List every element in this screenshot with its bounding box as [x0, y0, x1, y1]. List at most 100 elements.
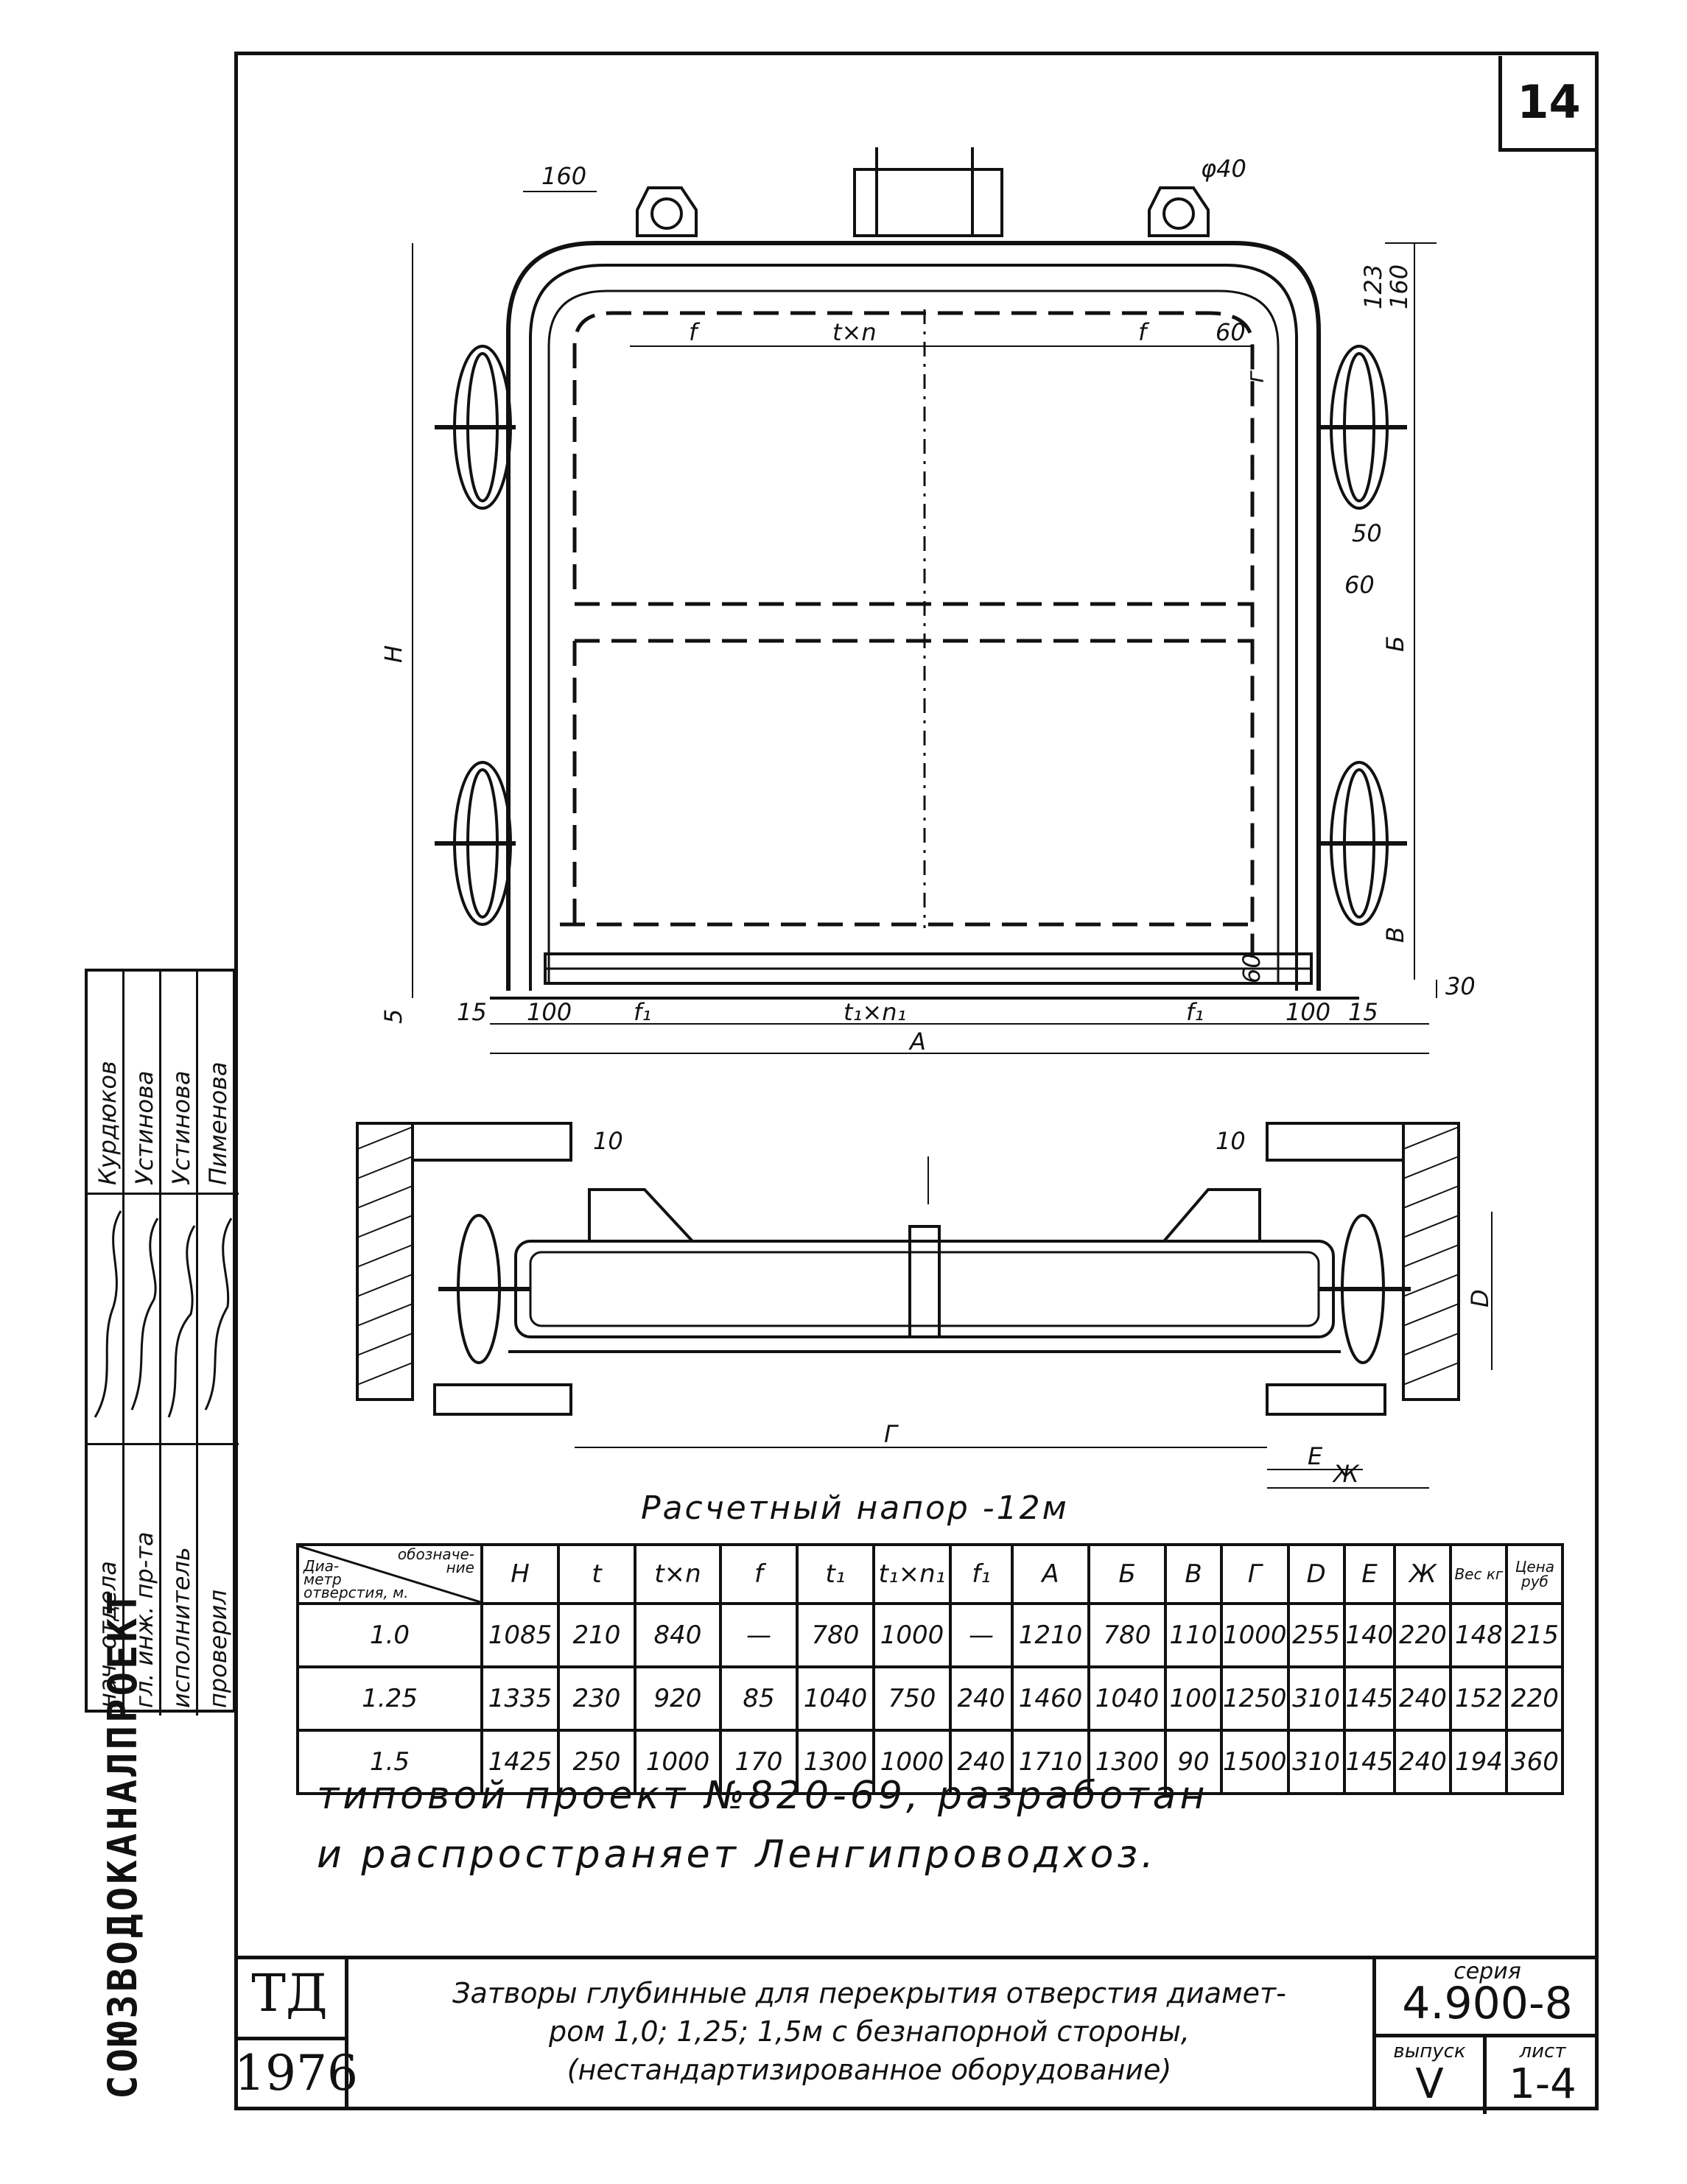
dim-B-upper: Б [1381, 636, 1409, 652]
dim-E: Е [1308, 1442, 1323, 1470]
cell: 1000 [1220, 1602, 1290, 1668]
issue-label: выпуск [1393, 2040, 1466, 2062]
design-head-caption: Расчетный напор -12м [641, 1489, 1069, 1527]
signature-stamp: нач. отдела гл. инж. пр-та исполнитель п… [85, 969, 239, 2110]
corner-diagonal-line [299, 1546, 480, 1602]
dim-V: В [1381, 927, 1409, 943]
col-header: В [1164, 1543, 1223, 1605]
project-note-line2: и распространяет Ленгипроводхоз. [317, 1833, 1157, 1877]
cell: 1300 [796, 1729, 875, 1795]
col-header: f₁ [949, 1543, 1014, 1605]
cell: 90 [1164, 1729, 1223, 1795]
dim-60-top: 60 [1216, 318, 1246, 346]
dim-txn: t×n [832, 318, 877, 346]
cell: 1000 [872, 1729, 952, 1795]
drawing-title: Затворы глубинные для перекрытия отверст… [368, 1974, 1370, 2089]
dim-60-bottom: 60 [1238, 953, 1266, 983]
table-corner-cell: обозначе- ние Диа- метр отверстия, м. [296, 1543, 483, 1605]
row-diameter: 1.0 [296, 1602, 483, 1668]
dim-100-left: 100 [527, 998, 572, 1026]
dim-g: г [1241, 371, 1269, 383]
corner-label-designation: обозначе- ние [397, 1545, 474, 1576]
dim-f1-right: f₁ [1186, 998, 1204, 1026]
title-block [234, 1956, 1599, 2110]
cell: 255 [1286, 1602, 1346, 1668]
cell: 240 [1393, 1729, 1453, 1795]
col-header: t₁ [796, 1543, 875, 1605]
col-header: А [1011, 1543, 1090, 1605]
cell: 780 [1087, 1602, 1167, 1668]
cell: 360 [1505, 1729, 1565, 1795]
cell: 1460 [1011, 1665, 1090, 1732]
cell: 840 [634, 1602, 722, 1668]
stamp-name: Устинова [167, 1070, 195, 1186]
dim-Zh: Ж [1332, 1460, 1360, 1488]
issue-value: V [1415, 2060, 1444, 2108]
cell: 210 [557, 1602, 636, 1668]
dim-160-right: 160 [1385, 264, 1413, 309]
dim-t1xn1: t₁×n₁ [844, 998, 906, 1026]
cell: 1500 [1220, 1729, 1290, 1795]
cell: 240 [949, 1729, 1014, 1795]
dim-160-top: 160 [541, 162, 586, 190]
col-header: H [480, 1543, 560, 1605]
cell: 310 [1286, 1729, 1346, 1795]
drawing-title-line1: Затворы глубинные для перекрытия отверст… [452, 1977, 1286, 2009]
col-header-price: Цена руб [1505, 1543, 1565, 1605]
table-header-row: обозначе- ние Диа- метр отверстия, м. H … [296, 1543, 1565, 1605]
section-view [356, 1122, 1493, 1489]
project-note: типовой проект №820-69, разработан и рас… [317, 1766, 1208, 1884]
stamp-name: Пименова [204, 1061, 232, 1185]
dim-D: D [1466, 1289, 1494, 1307]
cell: 100 [1164, 1665, 1223, 1732]
cell: 230 [557, 1665, 636, 1732]
plan-view [412, 147, 1437, 1054]
cell: 1000 [634, 1729, 722, 1795]
drawing-frame [234, 52, 1599, 2110]
corner-label-diameter: Диа- метр отверстия, м. [304, 1557, 409, 1601]
cell: 194 [1449, 1729, 1509, 1795]
cell: 152 [1449, 1665, 1509, 1732]
col-header: D [1286, 1543, 1346, 1605]
drawing-title-line2: ром 1,0; 1,25; 1,5м с безнапорной сторон… [549, 2015, 1190, 2048]
dim-123: 123 [1359, 264, 1387, 309]
cell: 1210 [1011, 1602, 1090, 1668]
stamp-box: нач. отдела гл. инж. пр-та исполнитель п… [85, 969, 239, 1716]
table-row: 1.25 1335 230 920 85 1040 750 240 1460 1… [296, 1665, 1565, 1732]
cell: 215 [1505, 1602, 1565, 1668]
cell: — [719, 1602, 799, 1668]
col-header: Ж [1393, 1543, 1453, 1605]
cell: 145 [1342, 1665, 1397, 1732]
dim-5: 5 [379, 1009, 407, 1024]
col-header: t₁×n₁ [872, 1543, 952, 1605]
cell: 240 [949, 1665, 1014, 1732]
doc-year: 1976 [234, 2037, 358, 2107]
row-diameter: 1.25 [296, 1665, 483, 1732]
col-header: t×n [634, 1543, 722, 1605]
dim-30: 30 [1445, 972, 1476, 1000]
cell: 145 [1342, 1729, 1397, 1795]
handwritten-signatures [94, 1210, 233, 1418]
cell: 920 [634, 1665, 722, 1732]
stamp-column [88, 972, 124, 1716]
cell: 1425 [480, 1729, 560, 1795]
title-block-code: ТД 1976 [234, 1956, 358, 2110]
cell: 170 [719, 1729, 799, 1795]
dim-f-right: f [1138, 318, 1150, 346]
dim-A: А [908, 1028, 926, 1056]
cell: 780 [796, 1602, 875, 1668]
dim-H: H [379, 645, 407, 663]
sheet-number: 14 [1498, 56, 1596, 152]
stamp-divider [88, 1443, 239, 1445]
dim-100-right: 100 [1286, 998, 1330, 1026]
cell: 310 [1286, 1665, 1346, 1732]
project-note-line1: типовой проект №820-69, разработан [317, 1774, 1209, 1818]
cell: 85 [719, 1665, 799, 1732]
cell: 1250 [1220, 1665, 1290, 1732]
dim-phi40: φ40 [1201, 155, 1246, 183]
series-value: 4.900-8 [1402, 1978, 1573, 2029]
cell: 140 [1342, 1602, 1397, 1668]
dim-15-left: 15 [457, 998, 487, 1026]
dim-10-right: 10 [1216, 1127, 1246, 1155]
